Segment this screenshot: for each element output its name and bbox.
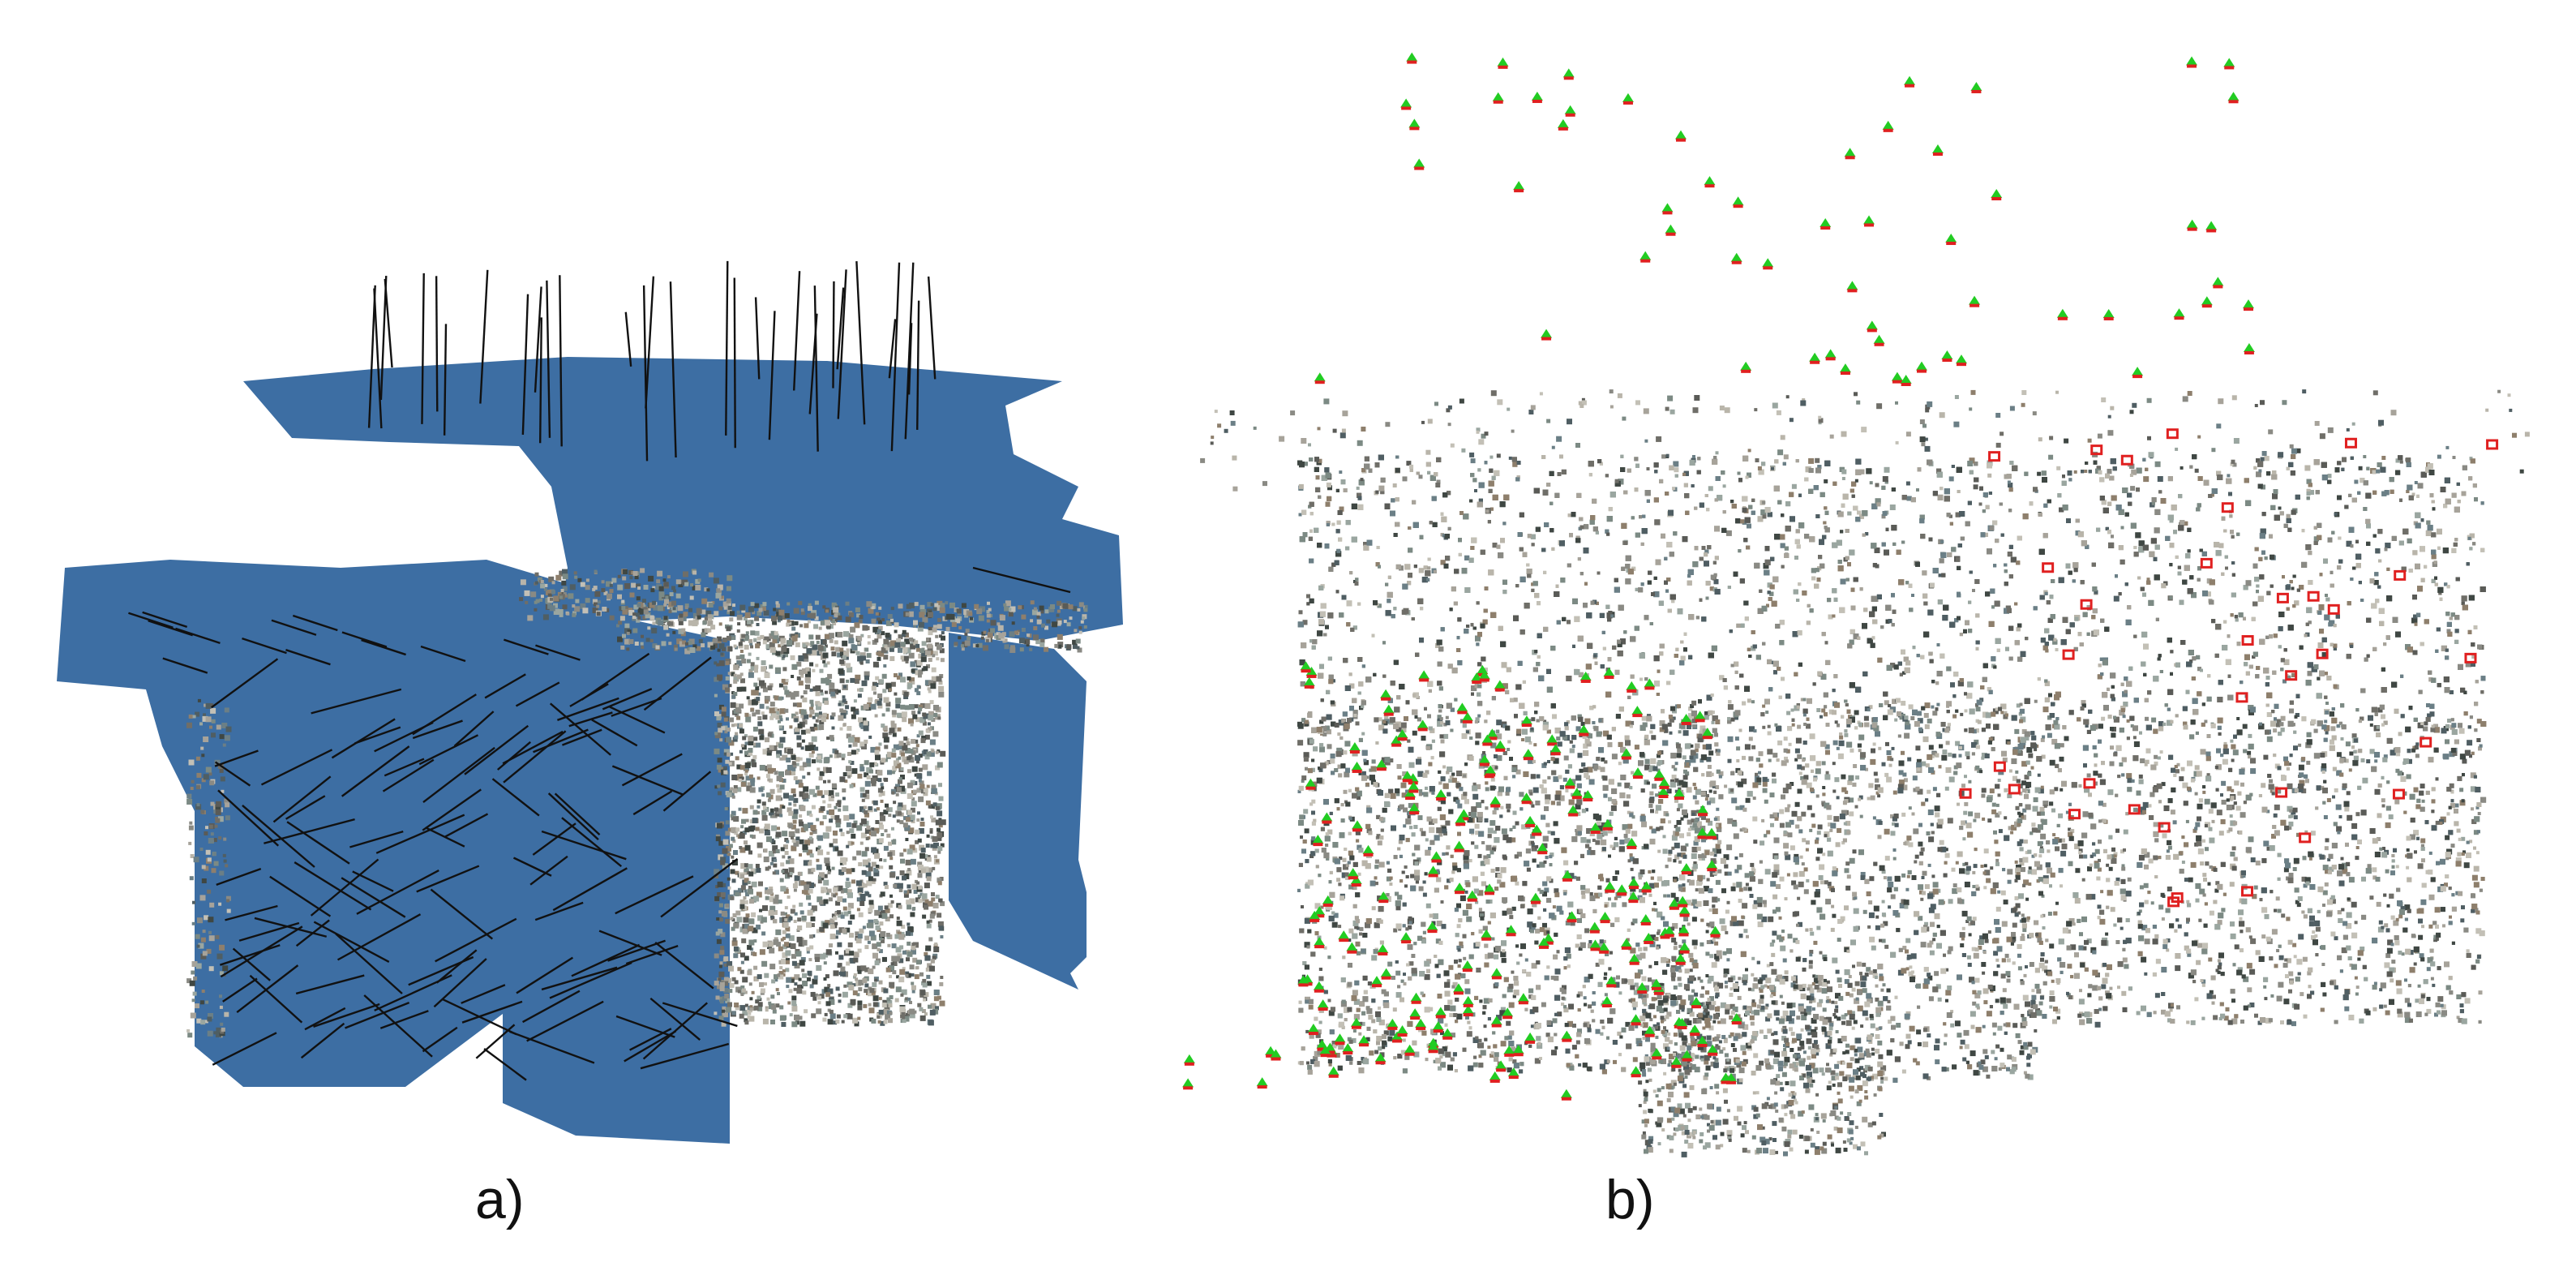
plane-normals	[128, 260, 1071, 1081]
camera-poses	[1182, 52, 2499, 1101]
panel-b-camera-reconstruction: b)	[1151, 0, 2576, 1271]
panel-a-plane-reconstruction: a)	[0, 0, 1151, 1271]
point-cloud-a	[186, 568, 1088, 1038]
front-wall-planes	[57, 560, 730, 1144]
plane-fitting-render	[57, 260, 1123, 1144]
caption-a: a)	[475, 1169, 525, 1230]
roof-planes	[243, 357, 1123, 641]
caption-b: b)	[1605, 1169, 1655, 1230]
side-wall-planes	[949, 633, 1087, 990]
sfm-point-cloud-render	[1182, 52, 2530, 1157]
